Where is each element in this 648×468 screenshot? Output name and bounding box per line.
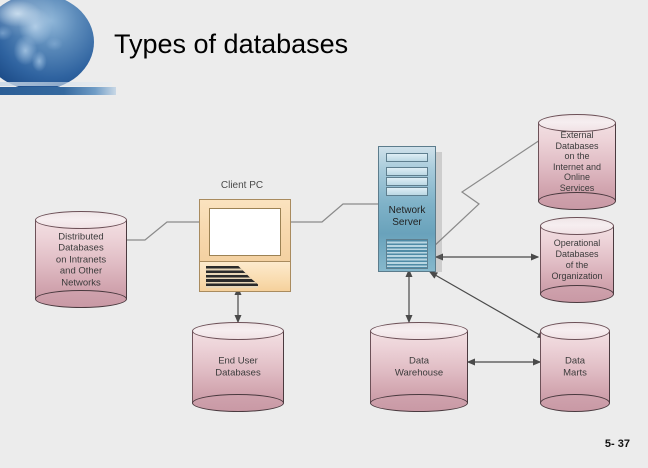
server-slot [386,177,428,186]
node-external-databases[interactable]: External Databases on the Internet and O… [538,114,620,214]
server-shadow [436,152,442,272]
node-data-marts[interactable]: Data Marts [540,322,614,416]
cylinder-bottom [540,285,614,303]
link-clientpc-to-server [290,203,378,223]
server-slot [386,187,428,196]
header-accent-bar [0,87,116,95]
cylinder-body [35,220,127,299]
cylinder-body [370,331,468,403]
client-pc-keyboard[interactable] [199,261,291,292]
node-label: End User Databases [215,355,261,379]
cylinder-bottom [540,394,610,412]
node-network-server[interactable]: Network Server [378,146,436,272]
server-slot [386,167,428,176]
cylinder-bottom [370,394,468,412]
diagram-connectors: client pc --> network server --> externa… [112,139,547,366]
node-label: Operational Databases of the Organizatio… [551,238,603,281]
monitor-screen [209,208,281,256]
cylinder-top [538,114,616,132]
link-server-to-external [431,139,541,249]
link-distributed-to-clientpc [112,221,200,241]
cylinder-top [370,322,468,340]
cylinder-body [192,331,284,403]
cylinder-top [192,322,284,340]
cylinder-top [35,211,127,229]
page-number: 5- 37 [604,438,630,450]
client-pc-monitor[interactable] [199,199,291,271]
header-accent-highlight [0,82,112,86]
link-server-to-datamarts [428,271,547,339]
cylinder-bottom [35,290,127,308]
node-label: Data Warehouse [394,355,444,379]
server-slot [386,153,428,162]
globe-logo-icon [0,0,102,94]
server-vents [386,239,428,269]
node-operational-databases[interactable]: Operational Databases of the Organizatio… [540,217,618,307]
page-title: Types of databases [114,29,349,59]
cylinder-body [538,123,616,201]
cylinder-bottom [192,394,284,412]
cylinder-top [540,217,614,235]
keyboard-keys [206,266,258,288]
node-label: Distributed Databases on Intranets and O… [55,230,107,288]
node-end-user-databases[interactable]: End User Databases [192,322,288,416]
node-data-warehouse[interactable]: Data Warehouse [370,322,472,416]
cylinder-top [540,322,610,340]
cylinder-body [540,226,614,294]
node-label: Data Marts [563,355,587,379]
client-pc-label: Client PC [220,180,264,191]
node-distributed-databases[interactable]: Distributed Databases on Intranets and O… [35,211,131,312]
cylinder-body [540,331,610,403]
server-label: Network Server [388,205,426,228]
node-label: External Databases on the Internet and O… [552,130,602,194]
diagram-canvas: client pc --> network server --> externa… [0,100,648,430]
cylinder-bottom [538,192,616,210]
